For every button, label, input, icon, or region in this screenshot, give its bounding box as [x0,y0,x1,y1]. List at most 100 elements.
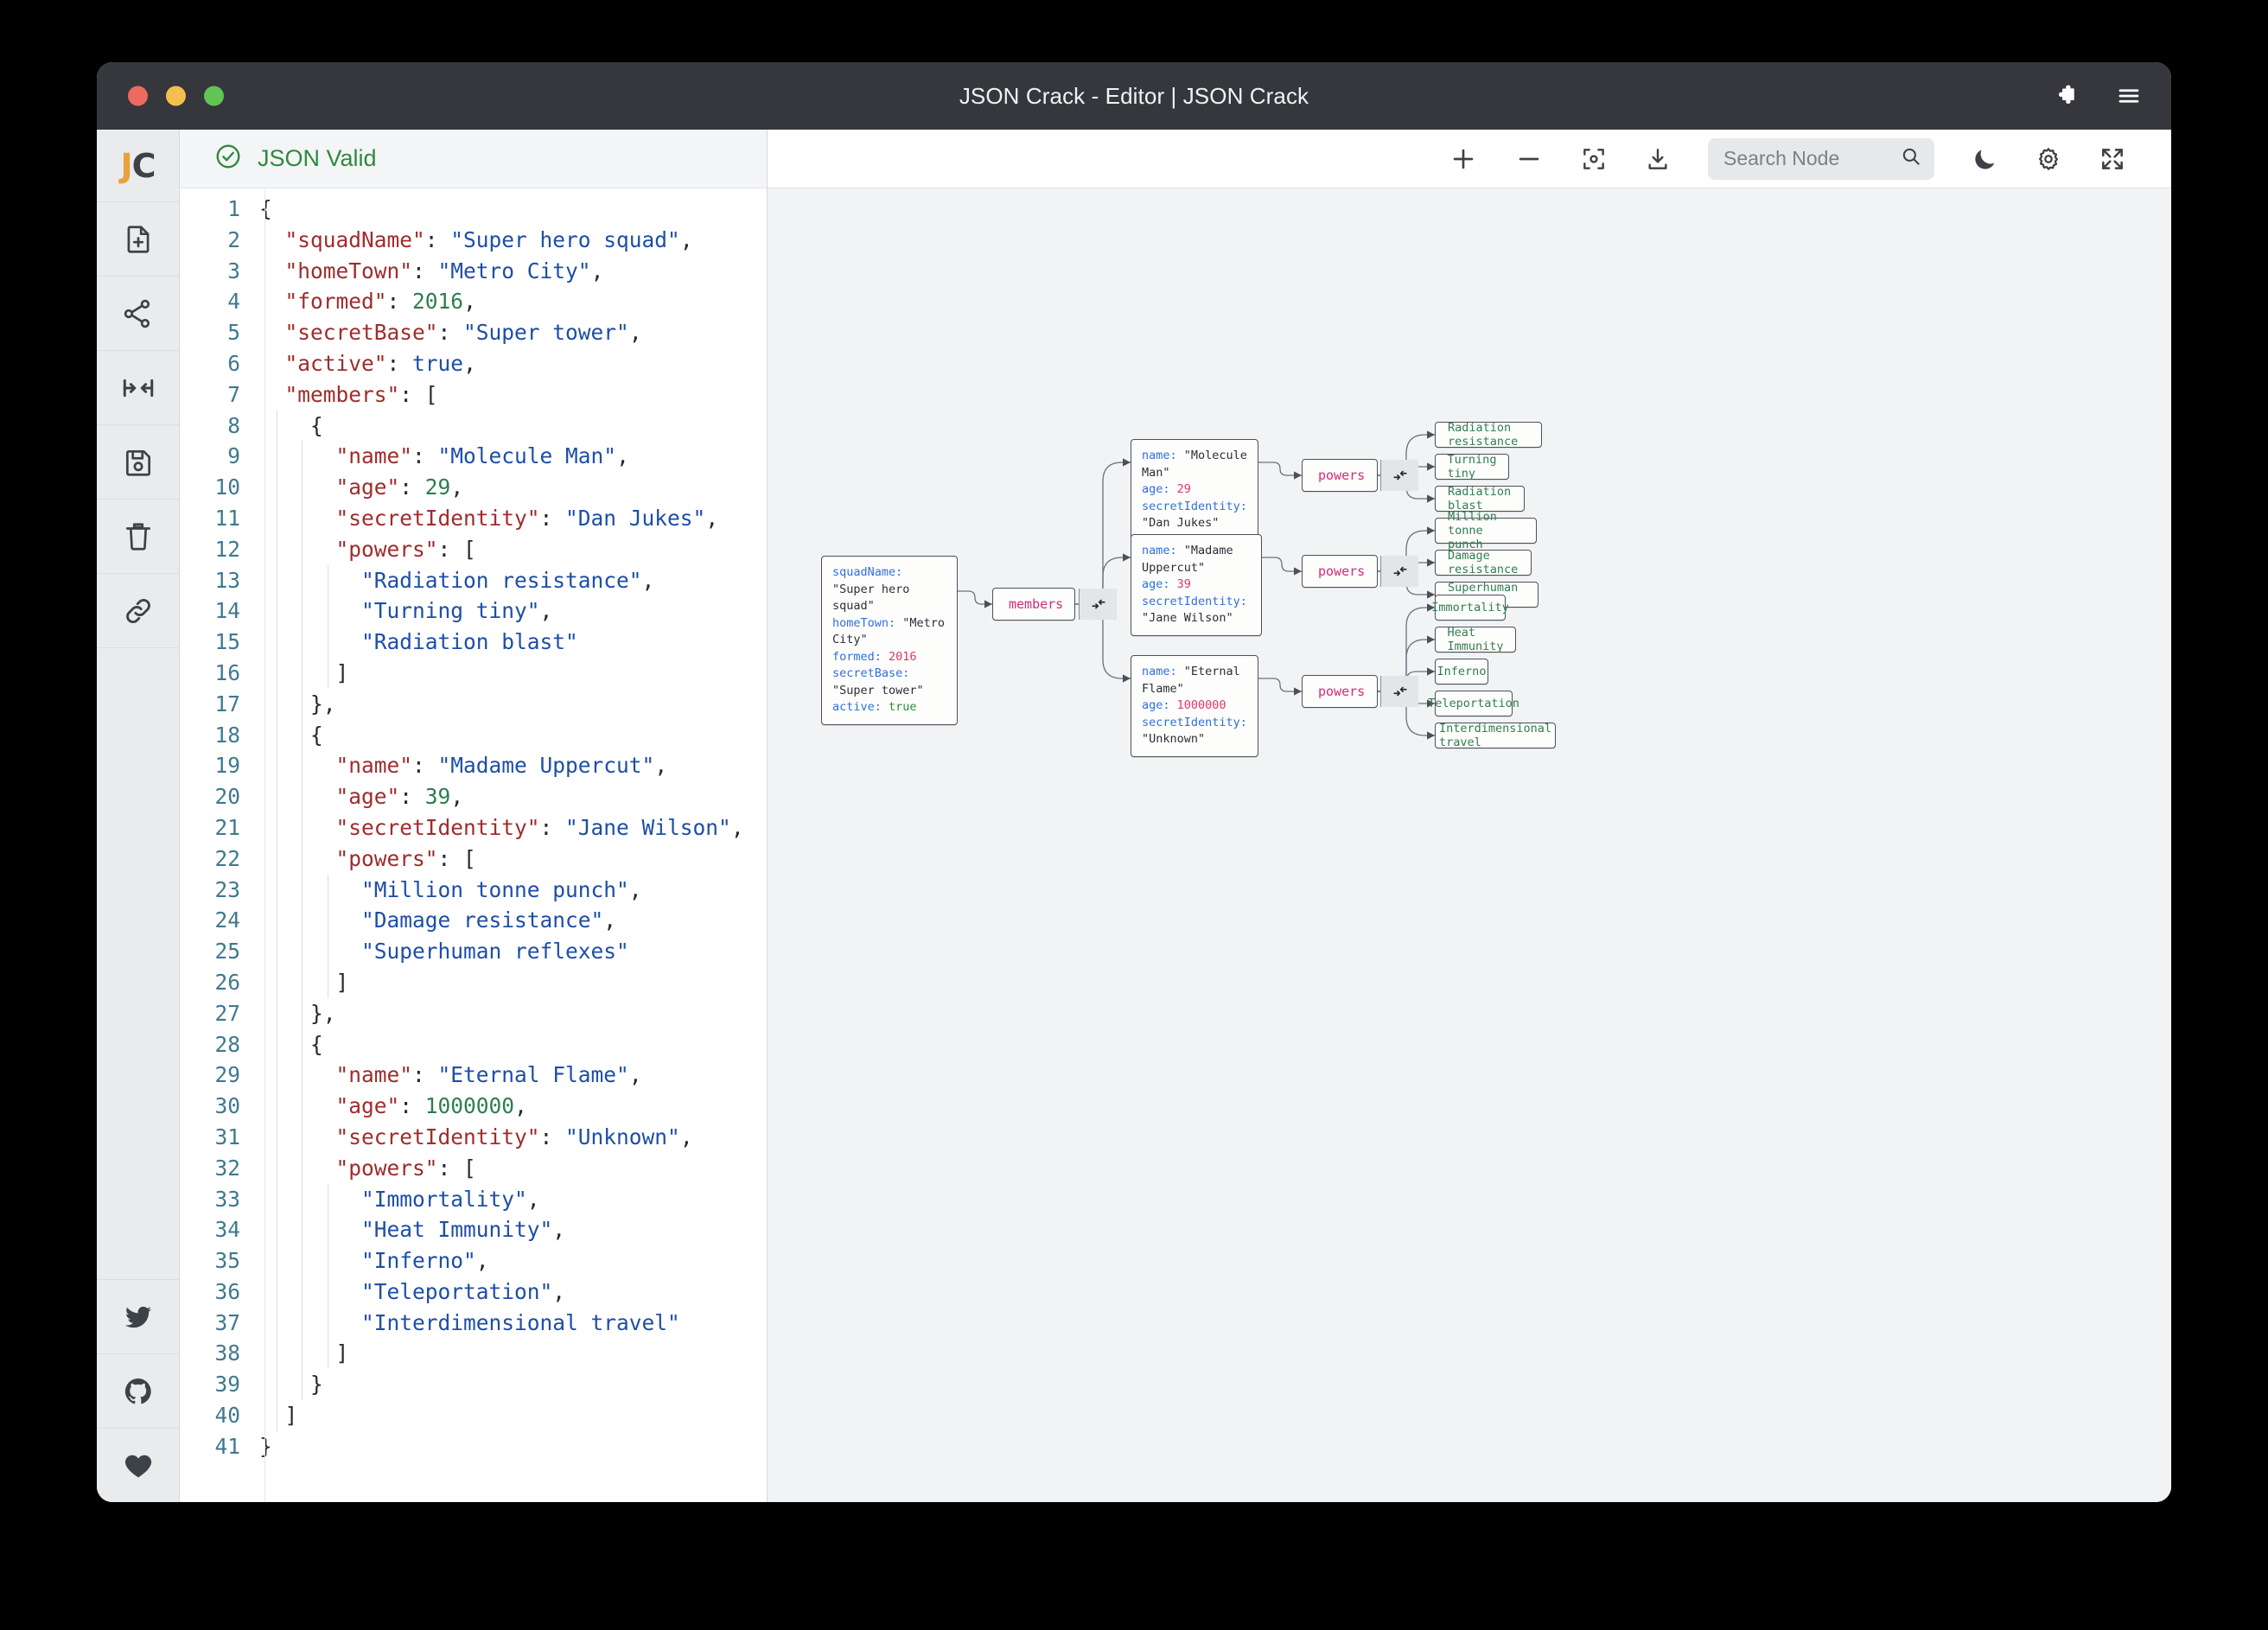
graph-node-leaf[interactable]: Teleportation [1428,691,1519,716]
node-property-value: true [889,700,917,714]
search-icon[interactable] [1900,145,1922,172]
sidebar-item-twitter[interactable] [97,1279,179,1353]
graph-edge-arrow [1427,494,1435,503]
sidebar-item-sponsor[interactable] [97,1428,179,1502]
code-line: 18 { [180,720,767,751]
zoom-in-button[interactable] [1449,144,1478,174]
graph-node-leaf[interactable]: Heat Immunity [1435,626,1516,653]
graph-edge [1262,557,1302,572]
node-property-value: "Super tower" [832,683,924,697]
graph-canvas[interactable]: squadName: "Super hero squad"homeTown: "… [768,188,2171,1502]
graph-node-powers[interactable]: powers [1302,555,1419,588]
sidebar-item-new-file[interactable] [97,202,179,277]
line-number: 6 [227,350,240,376]
gear-icon[interactable] [2035,145,2062,173]
graph-edge-arrow [1123,458,1131,467]
sidebar-item-github[interactable] [97,1353,179,1428]
line-number: 12 [214,536,240,562]
node-property-key: squadName: [832,565,903,579]
code-line: 27 }, [180,998,767,1029]
close-window-button[interactable] [128,86,148,106]
theme-toggle-button[interactable] [1971,145,1998,173]
graph-edge-arrow [1123,553,1131,562]
code-line: 8 { [180,411,767,442]
node-property-value: 1000000 [1176,698,1226,712]
code-text: { [310,722,323,748]
code-line: 19 "name": "Madame Uppercut", [180,750,767,781]
sidebar-item-link[interactable] [97,574,179,648]
line-number: 32 [214,1155,240,1181]
graph-node-leaf[interactable]: Million tonne punch [1435,510,1537,551]
code-editor[interactable]: 1{2 "squadName": "Super hero squad",3 "h… [180,188,767,1502]
code-line: 1{ [180,194,767,225]
collapse-icon[interactable] [1380,556,1419,587]
graph-node-leaf[interactable]: Inferno [1435,659,1488,684]
node-property: active: true [832,699,946,716]
code-text: "squadName": "Super hero squad", [284,226,693,252]
collapse-icon[interactable] [1380,676,1419,707]
code-text: "active": true, [284,350,476,376]
code-text: } [259,1433,272,1459]
window-controls[interactable] [128,86,224,106]
graph-node-leaf[interactable]: Radiation blast [1435,485,1525,513]
graph-node-powers[interactable]: powers [1302,675,1419,708]
node-property: formed: 2016 [832,649,946,666]
graph-node-root[interactable]: squadName: "Super hero squad"homeTown: "… [821,556,958,725]
code-line: 33 "Immortality", [180,1184,767,1215]
graph-node-leaf[interactable]: Immortality [1431,595,1509,621]
line-number: 22 [214,845,240,871]
node-property-key: age: [1142,577,1177,591]
graph-edge-arrow [1427,667,1435,676]
line-number: 41 [214,1433,240,1459]
download-button[interactable] [1644,145,1672,173]
line-number: 17 [214,691,240,716]
code-text: "Turning tiny", [361,598,553,624]
search-node-box[interactable] [1708,137,1934,180]
window-title: JSON Crack - Editor | JSON Crack [959,82,1309,109]
graph-node-leaf[interactable]: Turning tiny [1435,453,1509,481]
node-property-value: "Eternal Flame" [1142,665,1240,696]
collapse-icon[interactable] [1079,589,1118,620]
code-text: "powers": [ [335,536,476,562]
graph-node-members[interactable]: members [992,588,1118,621]
node-property: age: 29 [1142,481,1247,499]
puzzle-piece-icon[interactable] [2054,83,2080,109]
line-number: 3 [227,258,240,283]
sidebar-item-collapse[interactable] [97,351,179,425]
code-line: 25 "Superhuman reflexes" [180,936,767,967]
line-number: 7 [227,381,240,407]
minimize-window-button[interactable] [166,86,186,106]
graph-edges [958,430,1435,740]
node-property-key: name: [1142,544,1184,557]
code-line: 22 "powers": [ [180,844,767,875]
center-view-button[interactable] [1580,145,1608,173]
search-input[interactable] [1723,147,1891,170]
collapse-icon[interactable] [1380,460,1419,491]
graph-node-leaf[interactable]: Interdimensional travel [1435,722,1556,749]
code-line: 16 ] [180,658,767,689]
zoom-out-button[interactable] [1514,144,1544,174]
maximize-window-button[interactable] [204,86,224,106]
code-text: "Interdimensional travel" [361,1309,680,1335]
code-text: "secretBase": "Super tower", [284,320,642,346]
code-text: "age": 29, [335,474,464,500]
logo-letter-j: J [120,146,132,185]
fullscreen-button[interactable] [2099,145,2126,173]
code-line: 2 "squadName": "Super hero squad", [180,225,767,256]
graph-node-leaf[interactable]: Radiation resistance [1435,421,1542,449]
line-number: 18 [214,722,240,748]
sidebar-item-save[interactable] [97,425,179,500]
line-number: 11 [214,505,240,531]
trash-icon [122,520,155,553]
graph-node-leaf[interactable]: Damage resistance [1435,549,1532,576]
line-number: 10 [214,474,240,500]
sidebar-item-share-graph[interactable] [97,277,179,351]
hamburger-menu-icon[interactable] [2116,83,2142,109]
sidebar-item-delete[interactable] [97,500,179,574]
graph-node-powers[interactable]: powers [1302,459,1419,492]
